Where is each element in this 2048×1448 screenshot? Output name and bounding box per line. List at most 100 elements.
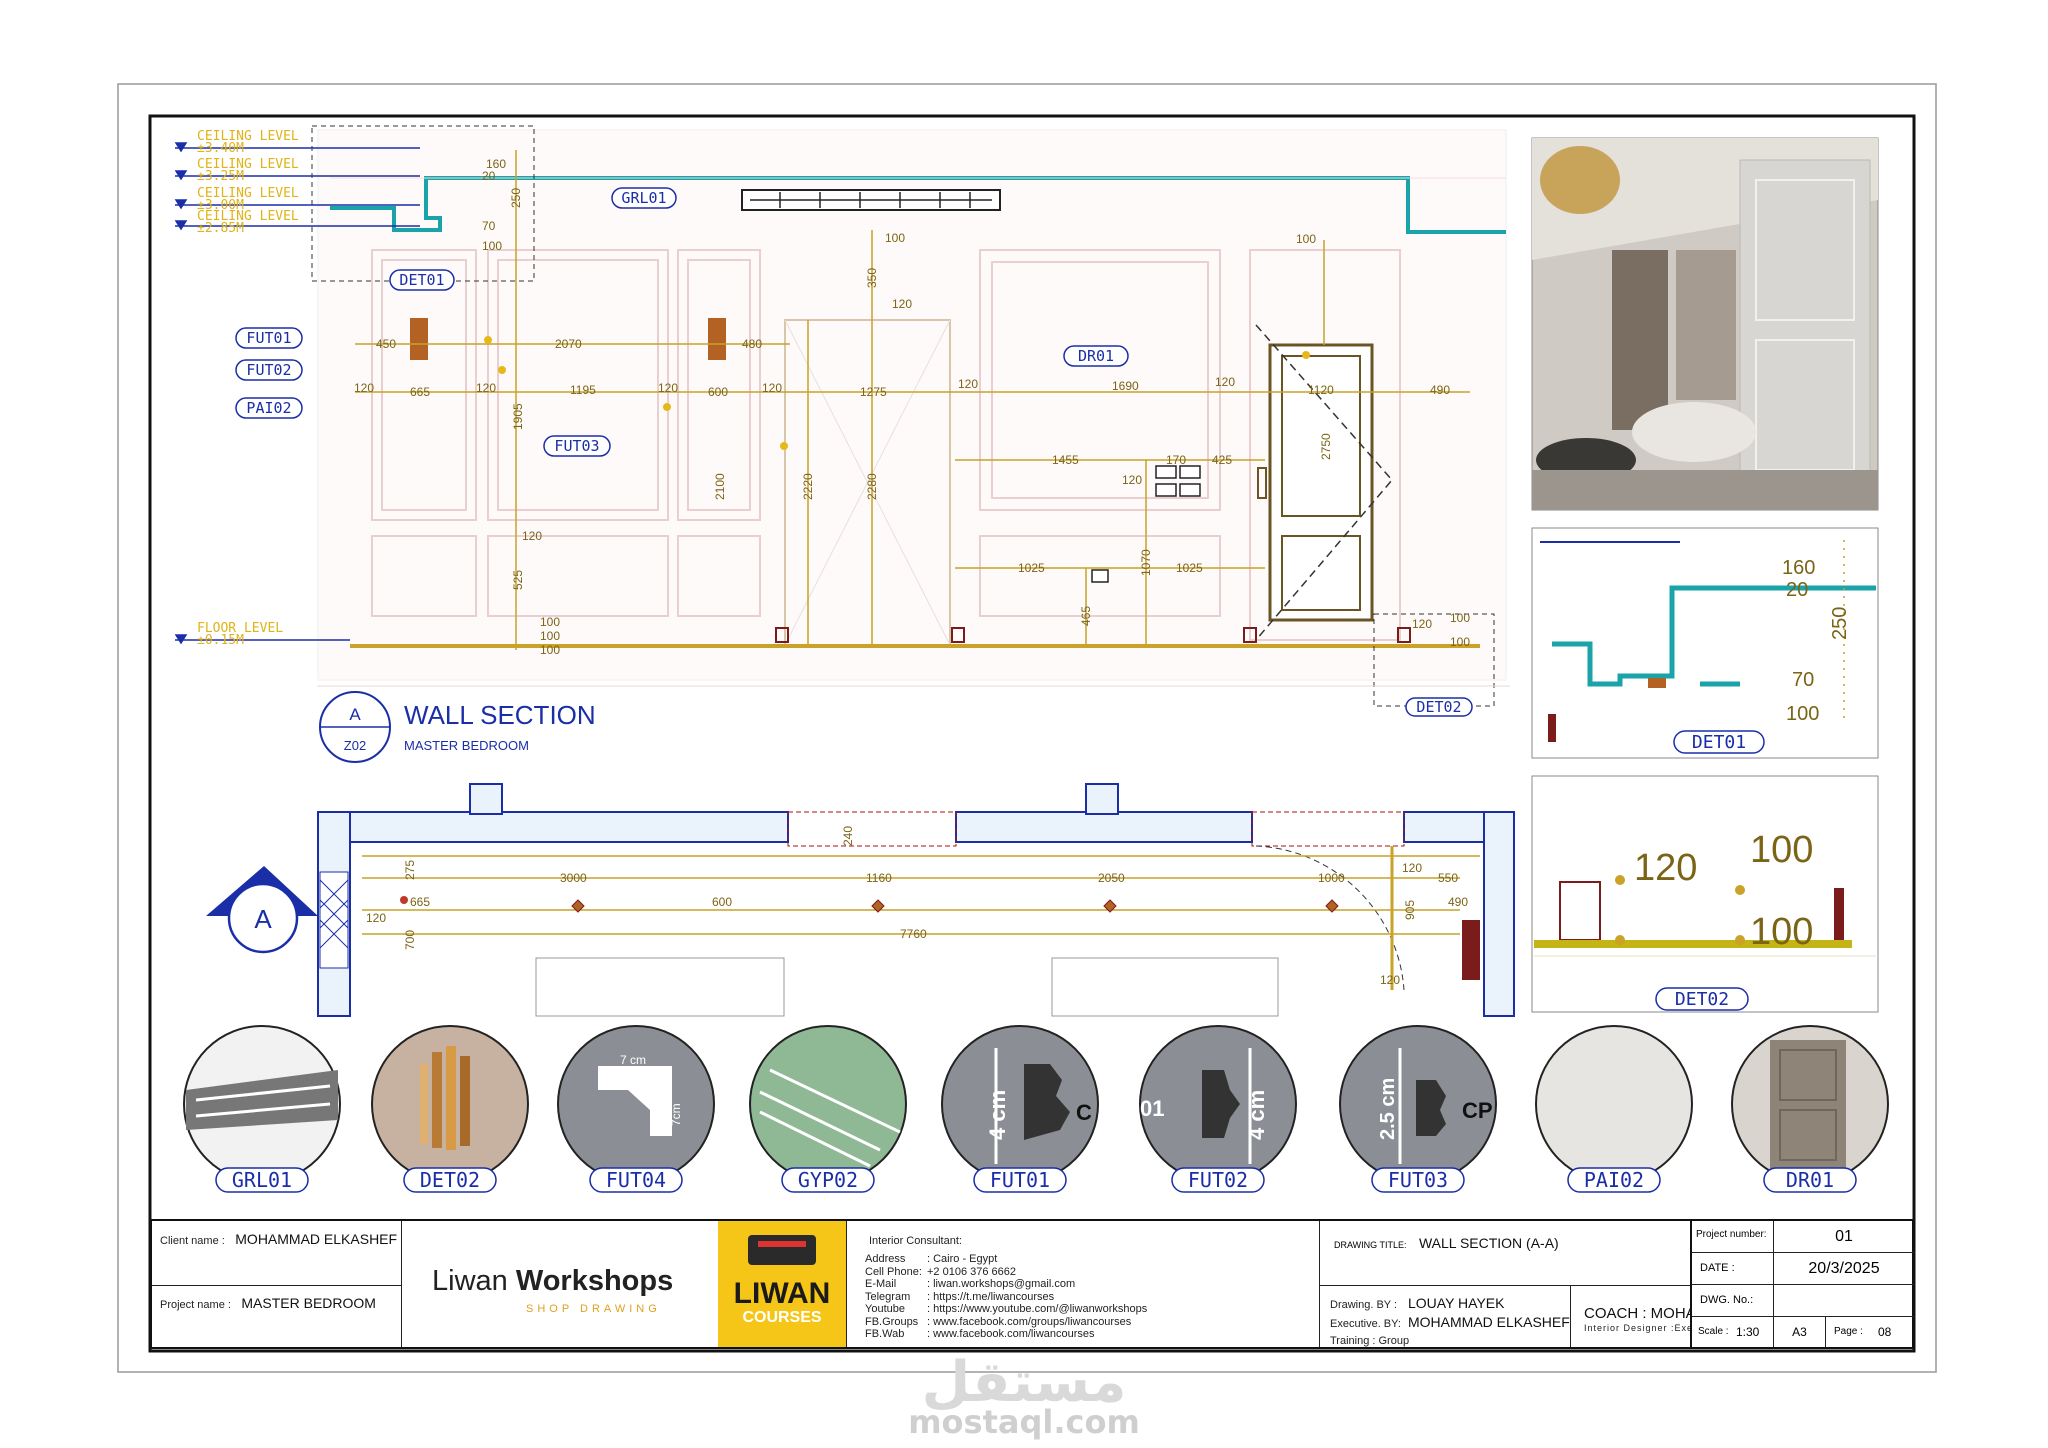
level-label: CEILING LEVEL [197, 186, 299, 201]
detail-02-panel: 120 100 100 DET02 [1531, 775, 1879, 1013]
dimension-label: 250 [509, 188, 523, 208]
level-value: ±3.40M [197, 141, 244, 156]
tag-det01: DET01 [399, 271, 444, 289]
dimension-label: 100 [482, 239, 502, 253]
dimension-label: 120 [958, 377, 978, 391]
dimension-label: 665 [410, 895, 430, 909]
contact-value: : Cairo - Egypt [927, 1253, 998, 1265]
swatch-gyp02 [749, 1025, 907, 1183]
detail-dimension: 120 [1634, 847, 1697, 889]
dimension-label: 100 [540, 643, 560, 657]
detail-01-panel: 160 20 250 70 100 DET01 [1531, 527, 1879, 759]
detail-dimension: 100 [1750, 829, 1813, 871]
executive-label: Executive. BY: [1330, 1318, 1401, 1330]
title-block: Client name : MOHAMMAD ELKASHEF Project … [150, 1219, 1914, 1349]
detail-dimension: 100 [1786, 703, 1819, 725]
section-title: WALL SECTION [404, 700, 596, 730]
dimension-label: 1690 [1112, 379, 1139, 393]
contact-key: Address [865, 1253, 906, 1265]
watermark-arabic: مستقل [921, 1350, 1127, 1415]
dimension-label: 550 [1438, 871, 1458, 885]
dwg-label: DWG. No.: [1700, 1294, 1754, 1306]
executive-value: MOHAMMAD ELKASHEF [1408, 1314, 1570, 1330]
dimension-label: 1195 [570, 383, 596, 397]
swatch-tag: GYP02 [798, 1168, 858, 1192]
dimension-label: 100 [885, 231, 905, 245]
swatch-dimension: 7 cm [620, 1053, 646, 1067]
dimension-label: 905 [1403, 900, 1417, 920]
tag-grl01: GRL01 [621, 189, 666, 207]
detail-dimension: 100 [1750, 911, 1813, 953]
detail-dimension: 20 [1786, 579, 1808, 601]
consultant-cell: Interior Consultant: Address: Cairo - Eg… [846, 1221, 1320, 1347]
swatch-dr01 [1731, 1025, 1889, 1183]
tag-fut01: FUT01 [246, 329, 291, 347]
level-value: ±2.85M [197, 221, 244, 236]
swatch-tag: GRL01 [232, 1168, 292, 1192]
contact-value: : www.facebook.com/groups/liwancourses [927, 1315, 1132, 1328]
dimension-label: 240 [841, 826, 855, 846]
dimension-label: 100 [540, 615, 560, 629]
dimension-label: 1025 [1176, 561, 1203, 575]
dimension-label: 120 [1215, 375, 1235, 389]
dimension-label: 1070 [1139, 549, 1153, 576]
section-letter: A [349, 705, 361, 724]
dimension-label: 100 [1450, 611, 1470, 625]
dimension-label: 275 [403, 860, 417, 880]
contact-key: Telegram [865, 1290, 911, 1303]
dimension-label: 3000 [560, 871, 587, 885]
level-labels: CEILING LEVEL ±3.40M CEILING LEVEL ±3.25… [197, 129, 299, 648]
client-label: Client name : [160, 1235, 225, 1247]
outer-frame [117, 83, 1937, 1373]
material-swatches: 7 cm 7cm 4 cm C 4 cm 01 2.5 [183, 1025, 1889, 1193]
dimension-label: 100 [1450, 635, 1470, 649]
swatch-fut01: 4 cm C [941, 1025, 1099, 1183]
wall-elevation [174, 125, 1510, 707]
dimension-label: 120 [1402, 861, 1422, 875]
drawing-by-value: LOUAY HAYEK [1408, 1295, 1505, 1311]
dimension-label: 1120 [1308, 383, 1334, 397]
tag-fut03: FUT03 [554, 437, 599, 455]
dimension-label: 2750 [1319, 433, 1333, 460]
project-meta-grid: Project number: 01 DATE : 20/3/2025 DWG.… [1690, 1219, 1914, 1349]
swatch-dimension: 4 cm [1244, 1090, 1269, 1140]
tag-det02: DET02 [1416, 698, 1461, 716]
training-label: Training : Group [1330, 1335, 1410, 1347]
logo-title: LIWAN [733, 1277, 831, 1310]
dimension-label: 480 [742, 337, 762, 351]
project-number-label: Project number: [1696, 1229, 1767, 1240]
dimension-label: 120 [476, 381, 496, 395]
dimension-label: 490 [1448, 895, 1468, 909]
dimension-label: 600 [712, 895, 732, 909]
section-sheet-ref: Z02 [344, 738, 366, 753]
tag-dr01: DR01 [1078, 347, 1114, 365]
brand-title-a: Liwan [432, 1265, 508, 1297]
page-label: Page : [1834, 1326, 1863, 1337]
dimension-label: 1000 [1318, 871, 1345, 885]
contact-value: : liwan.workshops@gmail.com [927, 1278, 1076, 1290]
dimension-label: 120 [366, 911, 386, 925]
dimension-label: 700 [403, 930, 417, 950]
swatch-tag: DET02 [420, 1168, 480, 1192]
dimension-label: 2220 [801, 473, 815, 500]
dimension-label: 160 [486, 157, 506, 171]
swatch-fut04: 7 cm 7cm [557, 1025, 715, 1183]
swatch-fut02: 4 cm 01 [1139, 1025, 1297, 1183]
level-label: CEILING LEVEL [197, 209, 299, 224]
dimension-label: 120 [1380, 973, 1400, 987]
dimension-label: 2070 [555, 337, 582, 351]
detail-dimension: 70 [1792, 669, 1814, 691]
brand-subtitle: SHOP DRAWING [526, 1303, 661, 1315]
swatch-pai02 [1535, 1025, 1693, 1183]
swatch-tag: FUT04 [606, 1168, 666, 1192]
swatch-fut03: 2.5 cm CP [1339, 1025, 1497, 1183]
dimension-label: 1025 [1018, 561, 1045, 575]
contact-key: Youtube [865, 1303, 905, 1315]
project-number-value: 01 [1835, 1228, 1853, 1245]
dimension-label: 100 [540, 629, 560, 643]
dimension-label: 2100 [713, 473, 727, 500]
contact-key: FB.Groups [865, 1315, 919, 1328]
date-label: DATE : [1700, 1262, 1735, 1274]
contact-value: : www.facebook.com/liwancourses [927, 1328, 1095, 1340]
dimension-label: 120 [354, 381, 374, 395]
